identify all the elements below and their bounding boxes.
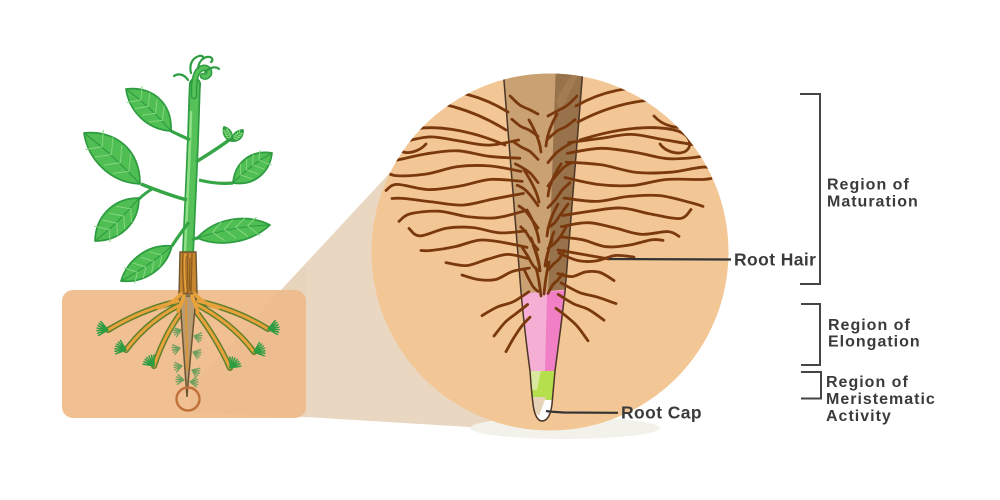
svg-text:Root Hair: Root Hair: [734, 250, 816, 270]
svg-text:Root Cap: Root Cap: [621, 403, 702, 423]
svg-text:Activity: Activity: [826, 408, 892, 425]
svg-text:Region of: Region of: [827, 177, 910, 194]
svg-text:Region of: Region of: [828, 317, 911, 334]
svg-text:Maturation: Maturation: [827, 193, 919, 210]
svg-text:Meristematic: Meristematic: [826, 391, 936, 408]
svg-text:Elongation: Elongation: [828, 333, 921, 350]
svg-text:Region of: Region of: [826, 374, 909, 391]
